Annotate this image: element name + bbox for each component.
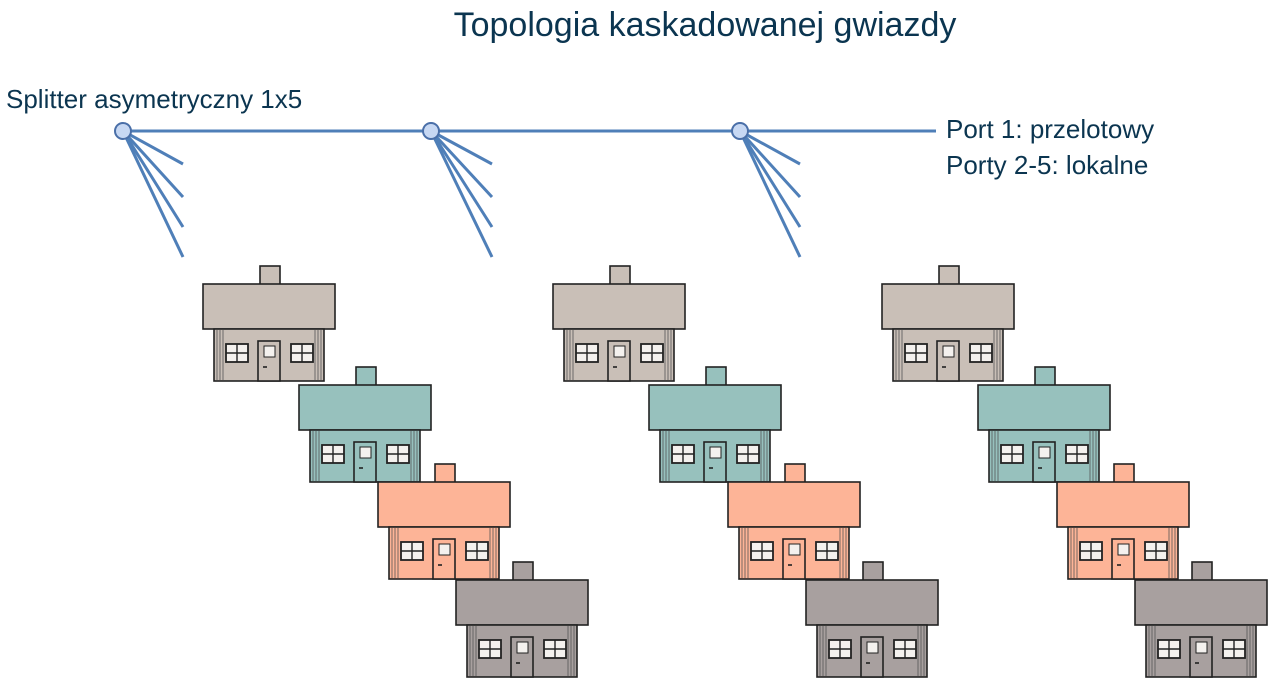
door-window <box>942 345 955 358</box>
door-window <box>709 446 722 459</box>
house-1-3 <box>377 463 511 580</box>
door-window <box>438 543 451 556</box>
house-3-1 <box>881 265 1015 382</box>
drop-fiber-diag-1-3 <box>121 129 185 199</box>
house-1-2 <box>298 366 432 483</box>
ports-local-label: Porty 2-5: lokalne <box>946 150 1149 180</box>
drop-fiber-diag-3-3 <box>738 129 802 199</box>
roof <box>552 283 686 330</box>
roof <box>455 579 589 626</box>
fiber-lines <box>6 129 940 259</box>
roof <box>648 384 782 431</box>
roof <box>881 283 1015 330</box>
drop-fiber-diag-2-4 <box>429 130 494 228</box>
port-through-label: Port 1: przelotowy <box>946 114 1155 144</box>
roof <box>202 283 336 330</box>
door-window <box>613 345 626 358</box>
diagram-title: Topologia kaskadowanej gwiazdy <box>453 6 957 44</box>
house-2-1 <box>552 265 686 382</box>
door-window <box>866 641 879 654</box>
door-window <box>1038 446 1051 459</box>
roof <box>727 481 861 528</box>
roof <box>1056 481 1190 528</box>
house-2-3 <box>727 463 861 580</box>
drop-fiber-diag-3-2 <box>739 129 801 166</box>
splitter-label: Splitter asymetryczny 1x5 <box>6 84 303 114</box>
splitter-2-node <box>422 122 440 140</box>
door-window <box>788 543 801 556</box>
house-2-4 <box>805 561 939 678</box>
drop-fiber-diag-1-2 <box>122 129 184 166</box>
roof <box>298 384 432 431</box>
drop-fiber-diag-1-5 <box>121 130 185 258</box>
roof <box>805 579 939 626</box>
house-1-1 <box>202 265 336 382</box>
drop-fiber-diag-3-5 <box>738 130 802 258</box>
door-window <box>263 345 276 358</box>
roof <box>977 384 1111 431</box>
drop-fiber-diag-2-5 <box>429 130 494 258</box>
door-window <box>1117 543 1130 556</box>
houses-layer <box>202 265 1268 678</box>
house-1-4 <box>455 561 589 678</box>
roof <box>1134 579 1268 626</box>
house-2-2 <box>648 366 782 483</box>
roof <box>377 481 511 528</box>
house-3-3 <box>1056 463 1190 580</box>
splitter-1-node <box>114 122 132 140</box>
door-window <box>1195 641 1208 654</box>
drop-fiber-diag-2-2 <box>430 129 493 166</box>
drop-fiber-diag-2-3 <box>429 129 494 199</box>
drop-fiber-diag-1-4 <box>121 130 185 228</box>
door-window <box>359 446 372 459</box>
splitter-nodes <box>114 122 749 140</box>
splitter-3-node <box>731 122 749 140</box>
door-window <box>516 641 529 654</box>
house-3-4 <box>1134 561 1268 678</box>
house-3-2 <box>977 366 1111 483</box>
drop-fiber-diag-3-4 <box>738 130 802 228</box>
